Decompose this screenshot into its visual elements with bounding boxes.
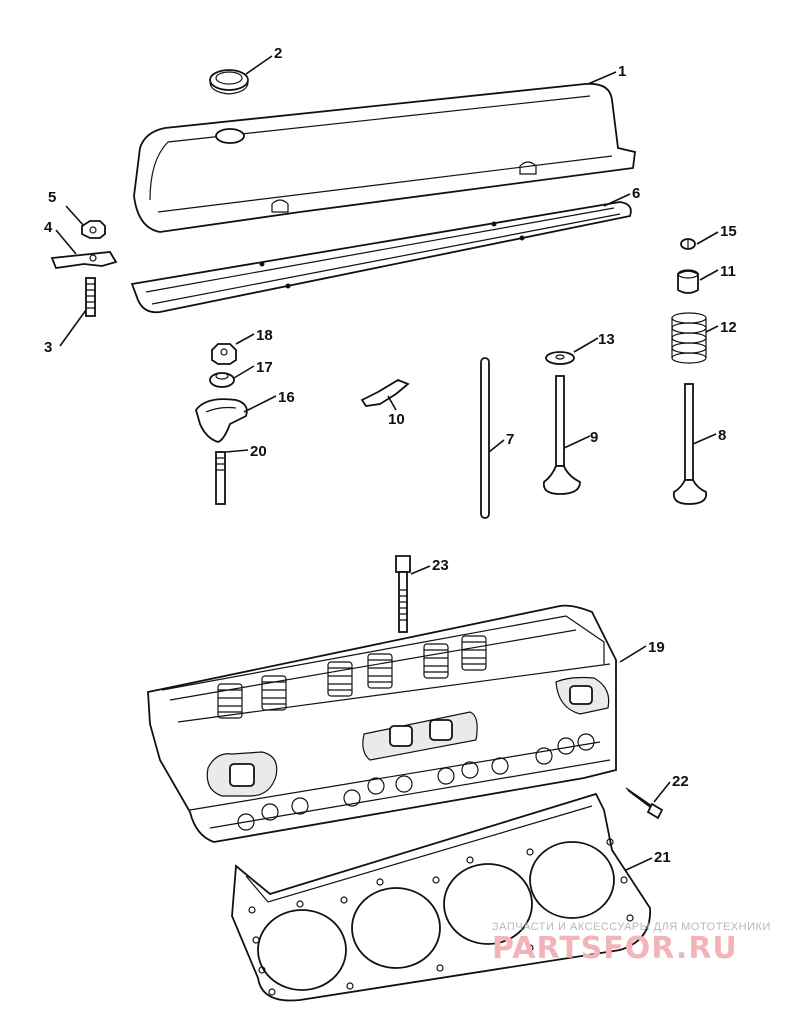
oil-filler-cap — [209, 69, 249, 95]
pushrod-7 — [480, 357, 490, 519]
callout-5: 5 — [48, 189, 56, 206]
stud-3 — [85, 277, 96, 317]
callout-2: 2 — [274, 45, 282, 62]
callout-11: 11 — [720, 263, 736, 280]
rocker-nut-18 — [211, 343, 237, 365]
callout-7: 7 — [506, 431, 514, 448]
callout-22: 22 — [672, 773, 689, 790]
callout-16: 16 — [278, 389, 295, 406]
callout-20: 20 — [250, 443, 267, 460]
spring-cap-11 — [677, 269, 699, 294]
callout-6: 6 — [632, 185, 640, 202]
bolt-22 — [625, 787, 664, 820]
exhaust-valve-8 — [672, 383, 708, 505]
valve-cover — [133, 82, 636, 233]
callout-23: 23 — [432, 557, 449, 574]
watermark: ЗАПЧАСТИ И АКСЕССУАРЫ ДЛЯ МОТОТЕХНИКИ PA… — [492, 921, 771, 966]
callout-18: 18 — [256, 327, 273, 344]
pushrod-guide-10 — [360, 378, 410, 407]
valve-keeper-13 — [545, 351, 575, 365]
head-gasket-21 — [231, 792, 651, 1002]
clip-bracket-4 — [50, 251, 118, 269]
cylinder-head-19 — [147, 604, 617, 843]
callout-17: 17 — [256, 359, 273, 376]
valve-lock-15 — [680, 238, 696, 250]
watermark-tagline: ЗАПЧАСТИ И АКСЕССУАРЫ ДЛЯ МОТОТЕХНИКИ — [492, 921, 771, 933]
callout-19: 19 — [648, 639, 665, 656]
callout-13: 13 — [598, 331, 615, 348]
rocker-arm-16 — [195, 398, 248, 443]
rocker-ball-17 — [209, 372, 235, 388]
valve-cover-gasket — [130, 201, 632, 314]
nut-5 — [81, 220, 106, 239]
callout-1: 1 — [618, 63, 626, 80]
rocker-stud-20 — [215, 451, 226, 505]
callout-3: 3 — [44, 339, 52, 356]
callout-12: 12 — [720, 319, 737, 336]
head-bolt-23 — [395, 555, 411, 633]
callout-10: 10 — [388, 411, 405, 428]
callout-8: 8 — [718, 427, 726, 444]
callout-21: 21 — [654, 849, 671, 866]
callout-15: 15 — [720, 223, 737, 240]
watermark-brand: PARTSFOR.RU — [492, 931, 738, 966]
callout-labels: 1 2 3 4 5 6 7 8 9 10 11 12 13 15 16 17 1… — [44, 45, 737, 866]
leader-lines — [55, 55, 719, 871]
valve-spring-12 — [671, 312, 707, 364]
intake-valve-9 — [542, 375, 581, 495]
callout-4: 4 — [44, 219, 53, 236]
callout-9: 9 — [590, 429, 598, 446]
